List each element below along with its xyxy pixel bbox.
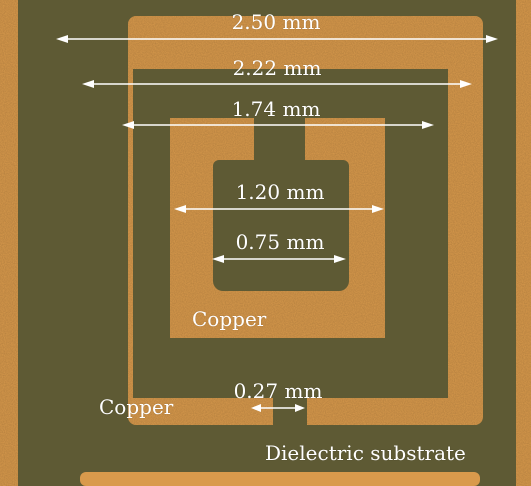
copper-bottom-strip [80, 472, 480, 486]
dim-label-gap: 0.27 mm [233, 379, 323, 403]
dim-arrow-second [82, 80, 472, 88]
dim-arrow-gap [251, 404, 305, 412]
dim-label-inner: 0.75 mm [235, 230, 325, 254]
dimension-arrows [56, 35, 498, 412]
dim-label-outer: 2.50 mm [231, 10, 321, 34]
dim-arrow-outer [56, 35, 498, 43]
dim-label-second: 2.22 mm [232, 56, 322, 80]
dim-arrow-inner [212, 255, 346, 263]
dim-arrow-third [122, 121, 434, 129]
copper-label-inner: Copper [192, 307, 267, 331]
substrate-label: Dielectric substrate [265, 441, 466, 465]
dim-label-third: 1.74 mm [231, 97, 321, 121]
dim-arrow-fourth [174, 205, 384, 213]
copper-label-outer: Copper [99, 395, 174, 419]
dim-label-fourth: 1.20 mm [235, 180, 325, 204]
